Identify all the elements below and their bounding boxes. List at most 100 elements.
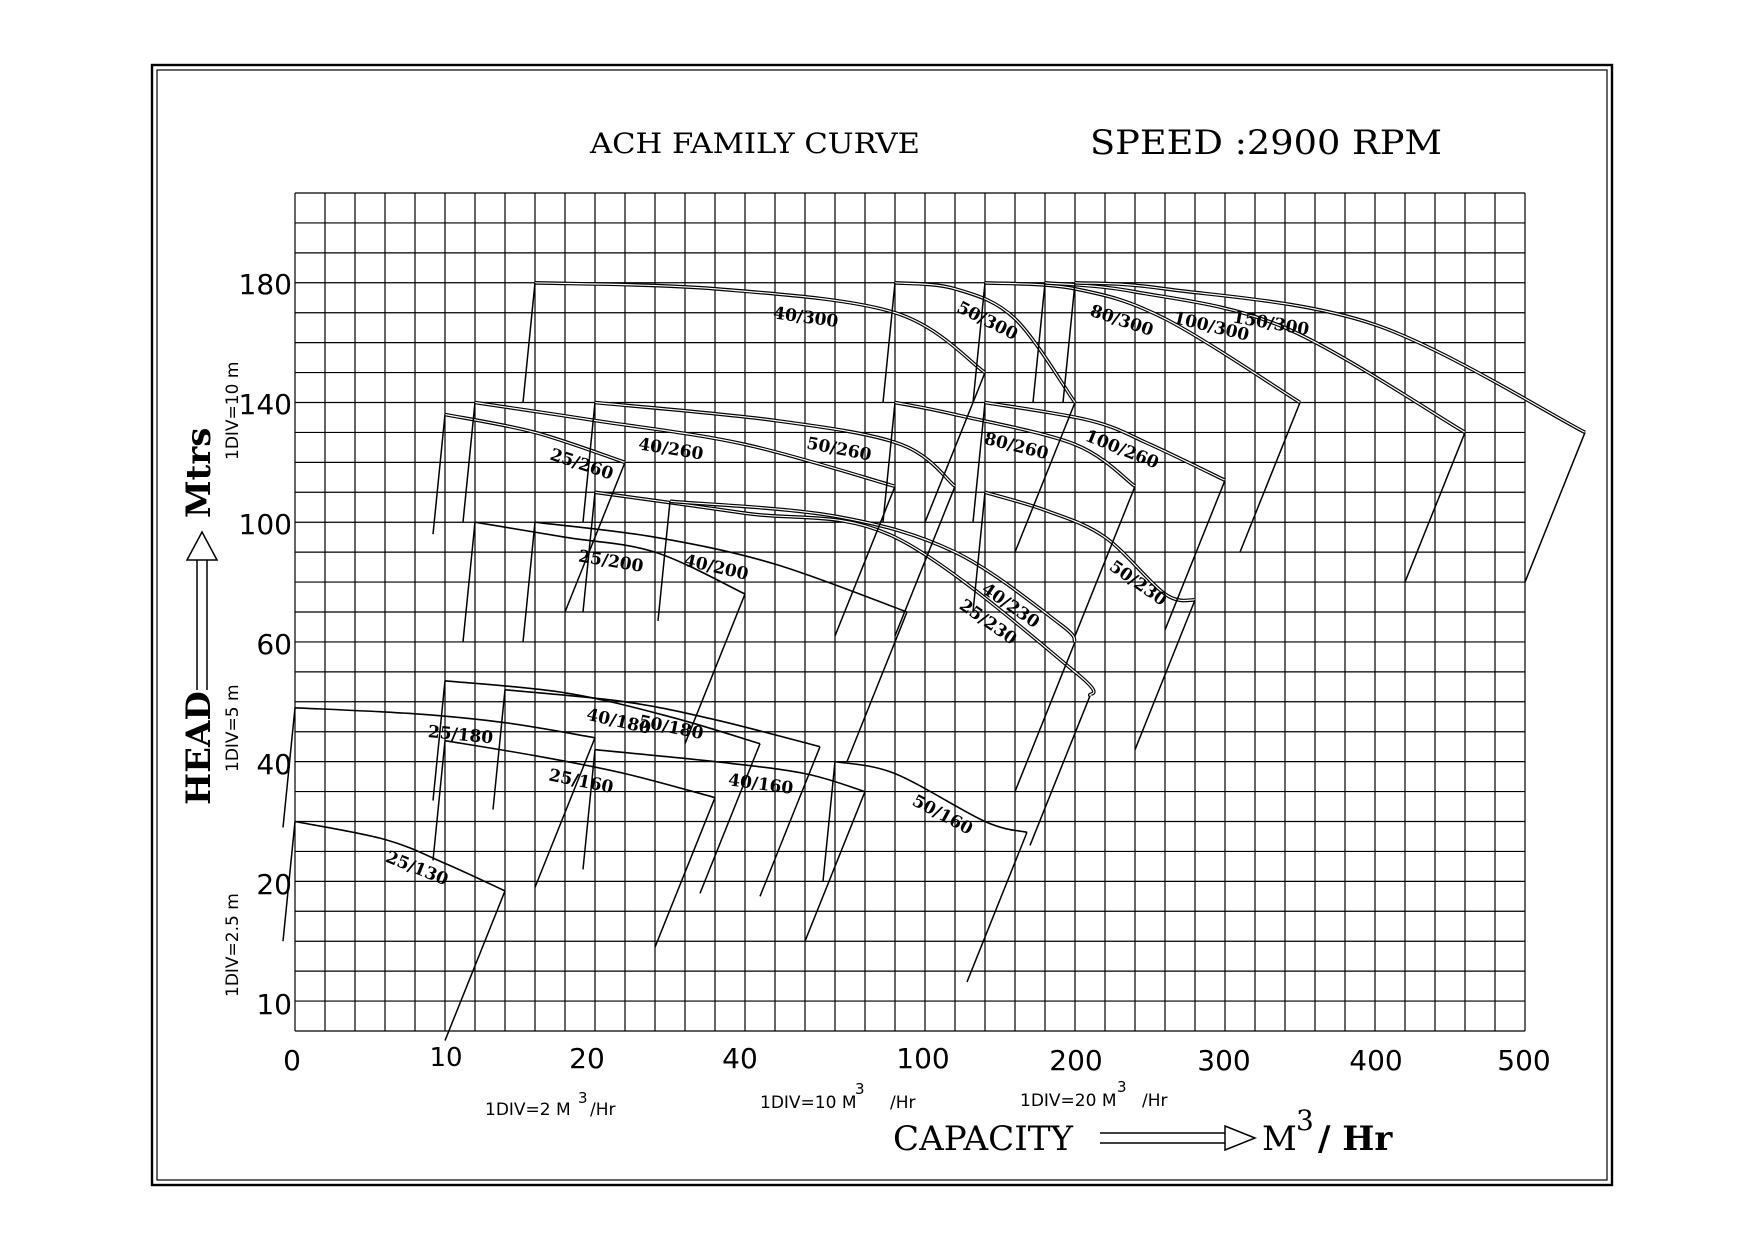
boundary-right-50-300 (1014, 402, 1076, 553)
curve-label-40-300: 40/300 (772, 304, 840, 332)
curve-label-50-260: 50/260 (805, 434, 873, 466)
curve-label-25-130: 25/130 (383, 847, 451, 890)
boundary-right-25-160 (654, 797, 716, 948)
x-scale-note-1: 1DIV=2 M 3 /Hr (485, 1089, 616, 1120)
y-tick-140: 140 (239, 388, 292, 421)
curve-80-260-inner (894, 401, 1136, 487)
y-tick-180: 180 (239, 268, 292, 301)
x-axis-unit-m: M (1262, 1119, 1297, 1159)
boundary-left-40-260 (462, 402, 476, 523)
boundary-left-50-160 (822, 761, 836, 882)
x-axis-unit-rest: / Hr (1318, 1119, 1393, 1159)
curve-label-25-180: 25/180 (427, 722, 494, 748)
pump-envelope-boundaries (282, 282, 1586, 1041)
boundary-right-40-160 (804, 791, 866, 942)
curve-label-40-260: 40/260 (637, 434, 705, 464)
boundary-right-150-300 (1524, 432, 1586, 583)
boundary-left-25-180 (282, 707, 296, 828)
curve-25-200 (474, 521, 746, 595)
x-scale-note-2-text: 1DIV=10 M (760, 1093, 857, 1113)
y-tick-20: 20 (256, 868, 292, 901)
boundary-left-80-300 (972, 282, 986, 403)
y-scale-note-mid: 1DIV=5 m (223, 684, 243, 772)
boundary-left-100-300 (1032, 282, 1046, 403)
y-axis-label-head: HEAD (179, 691, 219, 805)
curve-150-300-inner (1074, 282, 1586, 433)
curve-25-180 (294, 707, 596, 739)
x-axis-unit-exp: 3 (1296, 1104, 1314, 1137)
curve-25-260-inner (444, 413, 626, 463)
boundary-left-40-180 (432, 680, 446, 801)
y-scale-note-bottom: 1DIV=2.5 m (223, 893, 243, 997)
boundary-left-50-230 (972, 492, 986, 613)
x-scale-note-3-exp: 3 (1117, 1078, 1127, 1096)
boundary-right-50-160 (966, 831, 1028, 983)
y-tick-40: 40 (256, 748, 292, 781)
curve-40-300 (534, 281, 987, 375)
curve-40-300-inner (534, 282, 986, 374)
x-scale-note-1-text: 1DIV=2 M (485, 1100, 571, 1120)
boundary-right-80-300 (1239, 402, 1301, 553)
boundary-right-40-230 (1014, 641, 1076, 792)
boundary-left-50-180 (492, 689, 506, 810)
y-tick-100: 100 (239, 508, 292, 541)
y-tick-10: 10 (256, 988, 292, 1021)
boundary-right-25-180 (534, 737, 596, 888)
curve-50-160 (834, 760, 1028, 834)
x-tick-300: 300 (1197, 1044, 1250, 1077)
x-tick-500: 500 (1497, 1044, 1550, 1077)
x-tick-100: 100 (896, 1042, 949, 1075)
boundary-left-40-160 (582, 749, 596, 870)
boundary-right-40-300 (924, 372, 986, 523)
curve-40-180 (444, 680, 761, 745)
x-tick-20: 20 (569, 1042, 605, 1075)
curve-100-300-inner (1044, 282, 1466, 433)
x-tick-labels: 0 10 20 40 100 200 300 400 500 (283, 1042, 1551, 1077)
curve-40-260-inner (474, 401, 896, 487)
boundary-right-25-230 (1029, 695, 1091, 846)
boundary-left-40-300 (522, 282, 536, 403)
x-scale-note-1-post: /Hr (590, 1100, 616, 1120)
curve-label-40-160: 40/160 (727, 770, 795, 798)
x-scale-note-3-post: /Hr (1142, 1091, 1168, 1111)
boundary-left-40-200 (522, 522, 536, 643)
grid (294, 192, 1526, 1032)
x-tick-400: 400 (1349, 1044, 1402, 1077)
boundary-left-25-200 (462, 522, 476, 643)
curve-label-80-300: 80/300 (1087, 301, 1155, 341)
y-axis-label-units: Mtrs (179, 428, 219, 518)
curve-25-230-inner (594, 491, 1095, 697)
curve-50-180 (504, 689, 821, 748)
boundary-right-50-260 (894, 486, 956, 637)
boundary-left-80-260 (882, 402, 896, 523)
boundary-right-100-300 (1404, 432, 1466, 583)
boundary-left-50-300 (882, 282, 896, 403)
boundary-right-50-180 (759, 746, 821, 897)
boundary-right-25-200 (684, 593, 746, 744)
boundary-right-100-260 (1164, 480, 1226, 631)
curve-25-130 (294, 820, 506, 892)
boundary-left-150-300 (1062, 282, 1076, 403)
curve-100-260-inner (984, 401, 1226, 481)
x-axis-arrow (1100, 1124, 1258, 1152)
x-scale-note-2-exp: 3 (855, 1080, 865, 1098)
curve-label-25-160: 25/160 (547, 766, 615, 798)
speed-label: SPEED :2900 RPM (1090, 123, 1442, 163)
x-scale-note-2: 1DIV=10 M 3 /Hr (760, 1080, 916, 1113)
x-scale-note-2-post: /Hr (890, 1093, 916, 1113)
boundary-left-25-260 (432, 414, 446, 535)
boundary-right-25-130 (444, 890, 506, 1041)
x-tick-40: 40 (722, 1042, 758, 1075)
curve-25-160 (444, 739, 716, 799)
curve-50-260-inner (594, 401, 956, 487)
curve-80-300-inner (984, 282, 1301, 404)
x-tick-0: 0 (283, 1044, 301, 1077)
boundary-right-25-260 (564, 462, 626, 613)
boundary-left-25-130 (282, 821, 296, 942)
y-tick-labels: 180 140 100 60 40 20 10 (239, 268, 292, 1021)
outer-frame (150, 63, 1614, 1187)
pump-curves (294, 281, 1586, 892)
x-scale-note-3-text: 1DIV=20 M (1020, 1091, 1117, 1111)
